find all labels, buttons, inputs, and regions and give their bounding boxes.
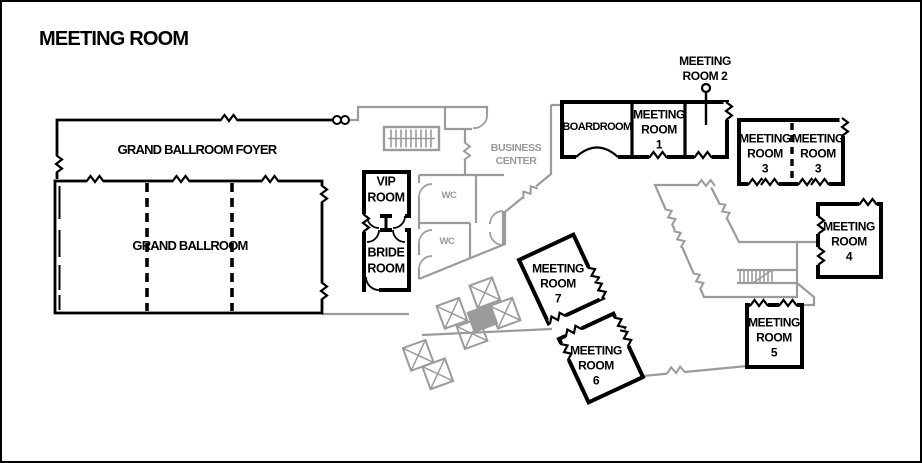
meeting-room-3-walls bbox=[737, 118, 845, 186]
boardroom-block-walls bbox=[560, 82, 729, 161]
corridor-walls bbox=[322, 103, 818, 391]
room2-leader-line bbox=[700, 82, 712, 125]
room-label-wc-lower: WC bbox=[439, 236, 455, 248]
ballroom-partition-dashed bbox=[145, 183, 234, 311]
stairs-icon-right bbox=[737, 268, 797, 285]
room-label-meeting-room-1: MEETING ROOM 1 bbox=[633, 107, 685, 152]
vip-bride-door-arcs bbox=[365, 215, 406, 291]
grand-ballroom-walls bbox=[53, 179, 324, 315]
room-label-meeting-room-5: MEETING ROOM 5 bbox=[748, 315, 800, 360]
page-title: MEETING ROOM bbox=[39, 28, 189, 50]
meeting-room-4-walls bbox=[816, 202, 883, 279]
room-label-grand-ballroom: GRAND BALLROOM bbox=[132, 237, 248, 253]
entrance-double-door-icon bbox=[332, 115, 350, 125]
room-label-meeting-room-6: MEETING ROOM 6 bbox=[570, 343, 622, 388]
room-label-meeting-room-7: MEETING ROOM 7 bbox=[532, 261, 584, 306]
room-label-bride-room: BRIDE ROOM bbox=[367, 245, 405, 275]
room-label-meeting-room-3-right: MEETING ROOM 3 bbox=[792, 131, 844, 176]
boardroom-door-arc bbox=[575, 146, 619, 158]
room-label-meeting-room-2: MEETING ROOM 2 bbox=[679, 54, 731, 83]
room-label-vip-room: VIP ROOM bbox=[367, 174, 405, 204]
elevator-bank-icon bbox=[401, 276, 522, 391]
room-label-meeting-room-4: MEETING ROOM 4 bbox=[823, 219, 875, 264]
stairs-icon-top bbox=[382, 125, 441, 152]
room-label-meeting-room-3-left: MEETING ROOM 3 bbox=[739, 131, 791, 176]
vip-bride-walls bbox=[362, 170, 411, 293]
room-label-wc-upper: WC bbox=[441, 190, 457, 202]
meeting-room-5-walls bbox=[745, 303, 804, 369]
room-label-business-center: BUSINESS CENTER bbox=[490, 141, 542, 167]
main-walls bbox=[53, 82, 883, 406]
room-label-boardroom: BOARDROOM bbox=[562, 121, 632, 134]
meeting-room-7-walls bbox=[516, 231, 608, 324]
room-label-grand-ballroom-foyer: GRAND BALLROOM FOYER bbox=[117, 141, 278, 157]
meeting-room-6-walls bbox=[556, 310, 646, 406]
